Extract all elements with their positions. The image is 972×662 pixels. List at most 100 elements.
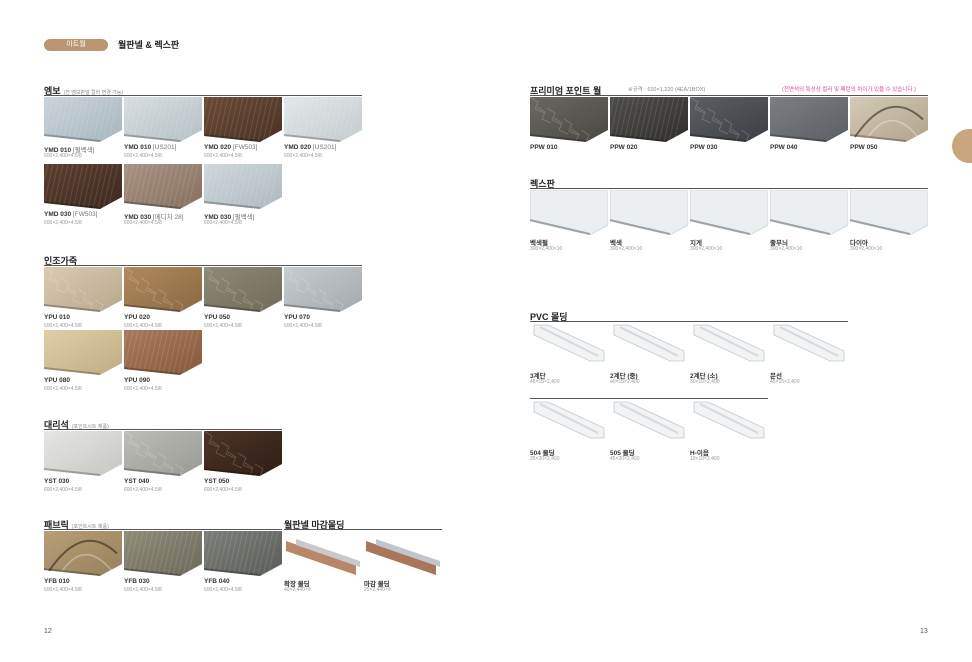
product-code: 확장 몰딩 bbox=[284, 581, 310, 588]
product-size: 600×2,400×4.5/8 bbox=[204, 153, 242, 159]
product-size: 600×2,400×4.5/8 bbox=[204, 220, 242, 226]
product-code: YPU 020 bbox=[124, 314, 151, 321]
section-title-fabric: 패브릭(포인트시트 제품) bbox=[44, 520, 109, 530]
page-header-title: 월판넬 & 렉스판 bbox=[118, 40, 180, 50]
product-size: 300×2,400×10 bbox=[770, 246, 803, 252]
product-code: H-이음 bbox=[690, 450, 709, 457]
product-size: 45×15×2,400 bbox=[530, 379, 560, 385]
section-divider bbox=[530, 95, 928, 96]
product-code: 마감 몰딩 bbox=[364, 581, 390, 588]
product-swatch bbox=[124, 97, 202, 142]
product-size: 600×2,400×4.5/8 bbox=[44, 487, 82, 493]
product-size: 600×2,400×4.5/8 bbox=[284, 153, 322, 159]
product-code: YFB 040 bbox=[204, 578, 230, 585]
product-code: YMD 030 [펄백색] bbox=[204, 214, 255, 221]
section-divider bbox=[530, 398, 768, 399]
product-size: 600×2,400×4.5/8 bbox=[204, 587, 242, 593]
product-code: 505 몰딩 bbox=[610, 450, 635, 457]
product-size: 40×2,440×9 bbox=[284, 587, 311, 593]
product-swatch bbox=[44, 97, 122, 142]
product-code: YPU 090 bbox=[124, 377, 151, 384]
section-title-rex: 렉스판 bbox=[530, 179, 555, 189]
product-code: 504 몰딩 bbox=[530, 450, 555, 457]
product-code: YST 040 bbox=[124, 478, 150, 485]
premium-spec: ※규격 : 610×1,220 (4EA/1BOX) bbox=[628, 87, 706, 93]
product-swatch bbox=[850, 190, 928, 235]
product-code: PPW 020 bbox=[610, 144, 638, 151]
section-title-embo: 엠보(전 엠보판넬 컬러 변경 가능) bbox=[44, 86, 124, 96]
product-code: 2계단 (소) bbox=[690, 373, 718, 380]
product-code: YPU 050 bbox=[204, 314, 231, 321]
product-swatch bbox=[850, 97, 928, 142]
product-swatch bbox=[44, 330, 122, 375]
section-divider bbox=[530, 188, 928, 189]
section-divider bbox=[44, 95, 362, 96]
product-swatch bbox=[204, 97, 282, 142]
product-code: 줄무늬 bbox=[770, 240, 788, 247]
product-code: PPW 030 bbox=[690, 144, 718, 151]
section-title-leather: 인조가죽 bbox=[44, 256, 78, 266]
product-size: 300×2,400×10 bbox=[850, 246, 883, 252]
product-size: 40×15×2,400 bbox=[610, 379, 640, 385]
section-title-premium: 프리미엄 포인트 월 bbox=[530, 86, 602, 96]
product-size: 600×2,400×4.5/8 bbox=[44, 323, 82, 329]
category-badge: 아트월 bbox=[44, 39, 108, 51]
product-code: 지게 bbox=[690, 240, 702, 247]
product-code: PPW 050 bbox=[850, 144, 878, 151]
product-swatch bbox=[770, 190, 848, 235]
product-code: YMD 010 [US201] bbox=[124, 144, 177, 151]
product-size: 300×2,400×10 bbox=[610, 246, 643, 252]
product-swatch bbox=[284, 97, 362, 142]
product-size: 600×2,400×4.5/8 bbox=[44, 587, 82, 593]
product-size: 600×2,400×4.5/8 bbox=[284, 323, 322, 329]
product-swatch bbox=[204, 267, 282, 312]
product-swatch bbox=[610, 97, 688, 142]
product-code: PPW 040 bbox=[770, 144, 798, 151]
product-swatch bbox=[284, 267, 362, 312]
product-code: 2계단 (중) bbox=[610, 373, 638, 380]
side-tab[interactable] bbox=[952, 129, 972, 163]
product-code: PPW 010 bbox=[530, 144, 558, 151]
product-swatch bbox=[124, 330, 202, 375]
product-swatch bbox=[44, 164, 122, 209]
product-size: 35×20×2,400 bbox=[530, 456, 560, 462]
product-swatch bbox=[610, 190, 688, 235]
product-code: YFB 030 bbox=[124, 578, 150, 585]
product-swatch bbox=[204, 431, 282, 476]
product-swatch bbox=[44, 531, 122, 576]
product-swatch bbox=[204, 531, 282, 576]
product-swatch bbox=[530, 190, 608, 235]
section-title-marble: 대리석(포인트시트 제품) bbox=[44, 420, 109, 430]
product-swatch bbox=[770, 323, 848, 368]
product-swatch bbox=[690, 400, 768, 445]
product-size: 600×2,400×4.5/8 bbox=[124, 220, 162, 226]
product-size: 600×2,400×4.5/8 bbox=[204, 487, 242, 493]
product-size: 600×2,400×4.5/8 bbox=[44, 153, 82, 159]
product-swatch bbox=[124, 267, 202, 312]
product-size: 600×2,400×4.5/8 bbox=[44, 386, 82, 392]
product-size: 25×2,440×9 bbox=[364, 587, 391, 593]
product-size: 30×10×2,400 bbox=[690, 379, 720, 385]
product-swatch bbox=[124, 431, 202, 476]
premium-warning: (천연석의 특성상 컬러 및 패턴의 차이가 있을 수 있습니다.) bbox=[782, 87, 916, 93]
product-size: 600×2,400×4.5/8 bbox=[44, 220, 82, 226]
product-swatch bbox=[690, 97, 768, 142]
product-code: YMD 020 [FW503] bbox=[204, 144, 258, 151]
product-size: 600×2,400×4.5/8 bbox=[204, 323, 242, 329]
section-divider bbox=[530, 321, 848, 322]
product-swatch bbox=[610, 323, 688, 368]
product-code: 3계단 bbox=[530, 373, 546, 380]
product-swatch bbox=[204, 164, 282, 209]
product-code: 백색펄 bbox=[530, 240, 548, 247]
page-number-left: 12 bbox=[44, 628, 52, 635]
product-size: 10×10×2,400 bbox=[690, 456, 720, 462]
product-size: 600×2,400×4.5/8 bbox=[124, 587, 162, 593]
product-code: YPU 080 bbox=[44, 377, 71, 384]
product-swatch bbox=[690, 323, 768, 368]
product-swatch bbox=[284, 531, 362, 576]
product-swatch bbox=[690, 190, 768, 235]
product-size: 300×2,400×10 bbox=[690, 246, 723, 252]
product-swatch bbox=[44, 267, 122, 312]
product-code: 다이아 bbox=[850, 240, 868, 247]
section-divider bbox=[44, 529, 282, 530]
